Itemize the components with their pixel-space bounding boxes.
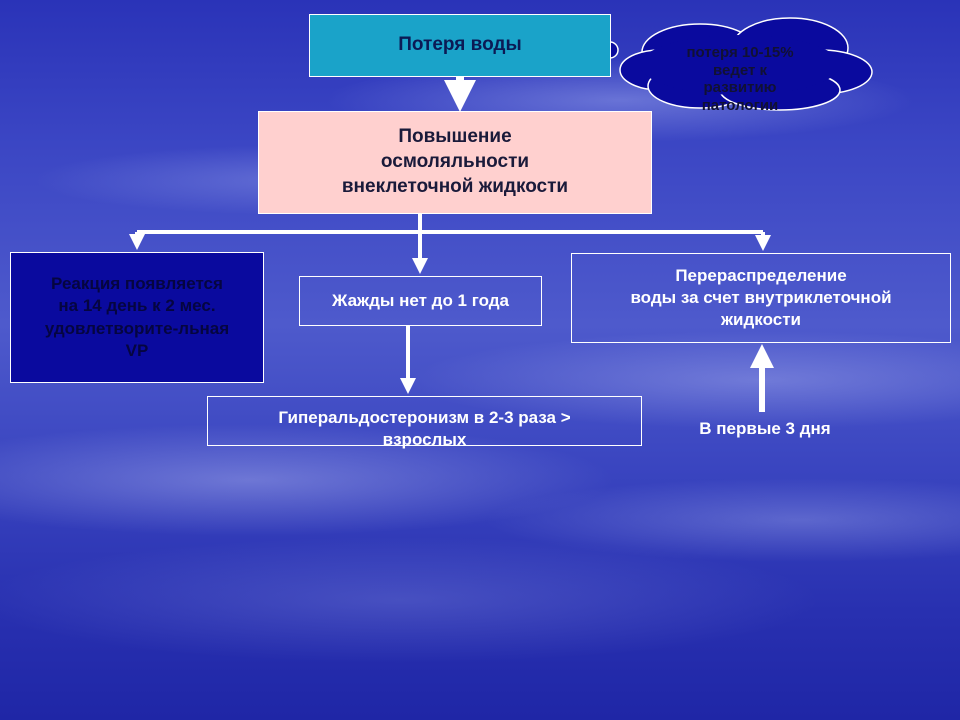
- no-thirst-box: Жажды нет до 1 года: [299, 276, 542, 326]
- first-days-note: В первые 3 дня: [699, 419, 831, 438]
- redistribution-box: Перераспределение воды за счет внутрикле…: [571, 253, 951, 343]
- hyperaldosteronism-box: Гиперальдостеронизм в 2-3 раза > взрослы…: [207, 396, 642, 449]
- callout-text: потеря 10-15% ведет к развитию патологии: [686, 44, 794, 115]
- thought-cloud-icon: [568, 17, 873, 111]
- water-loss-box: Потеря воды: [309, 14, 611, 77]
- osmolality-box: Повышение осмоляльности внеклеточной жид…: [258, 111, 652, 214]
- reaction-box: Реакция появляется на 14 день к 2 мес. у…: [10, 252, 264, 383]
